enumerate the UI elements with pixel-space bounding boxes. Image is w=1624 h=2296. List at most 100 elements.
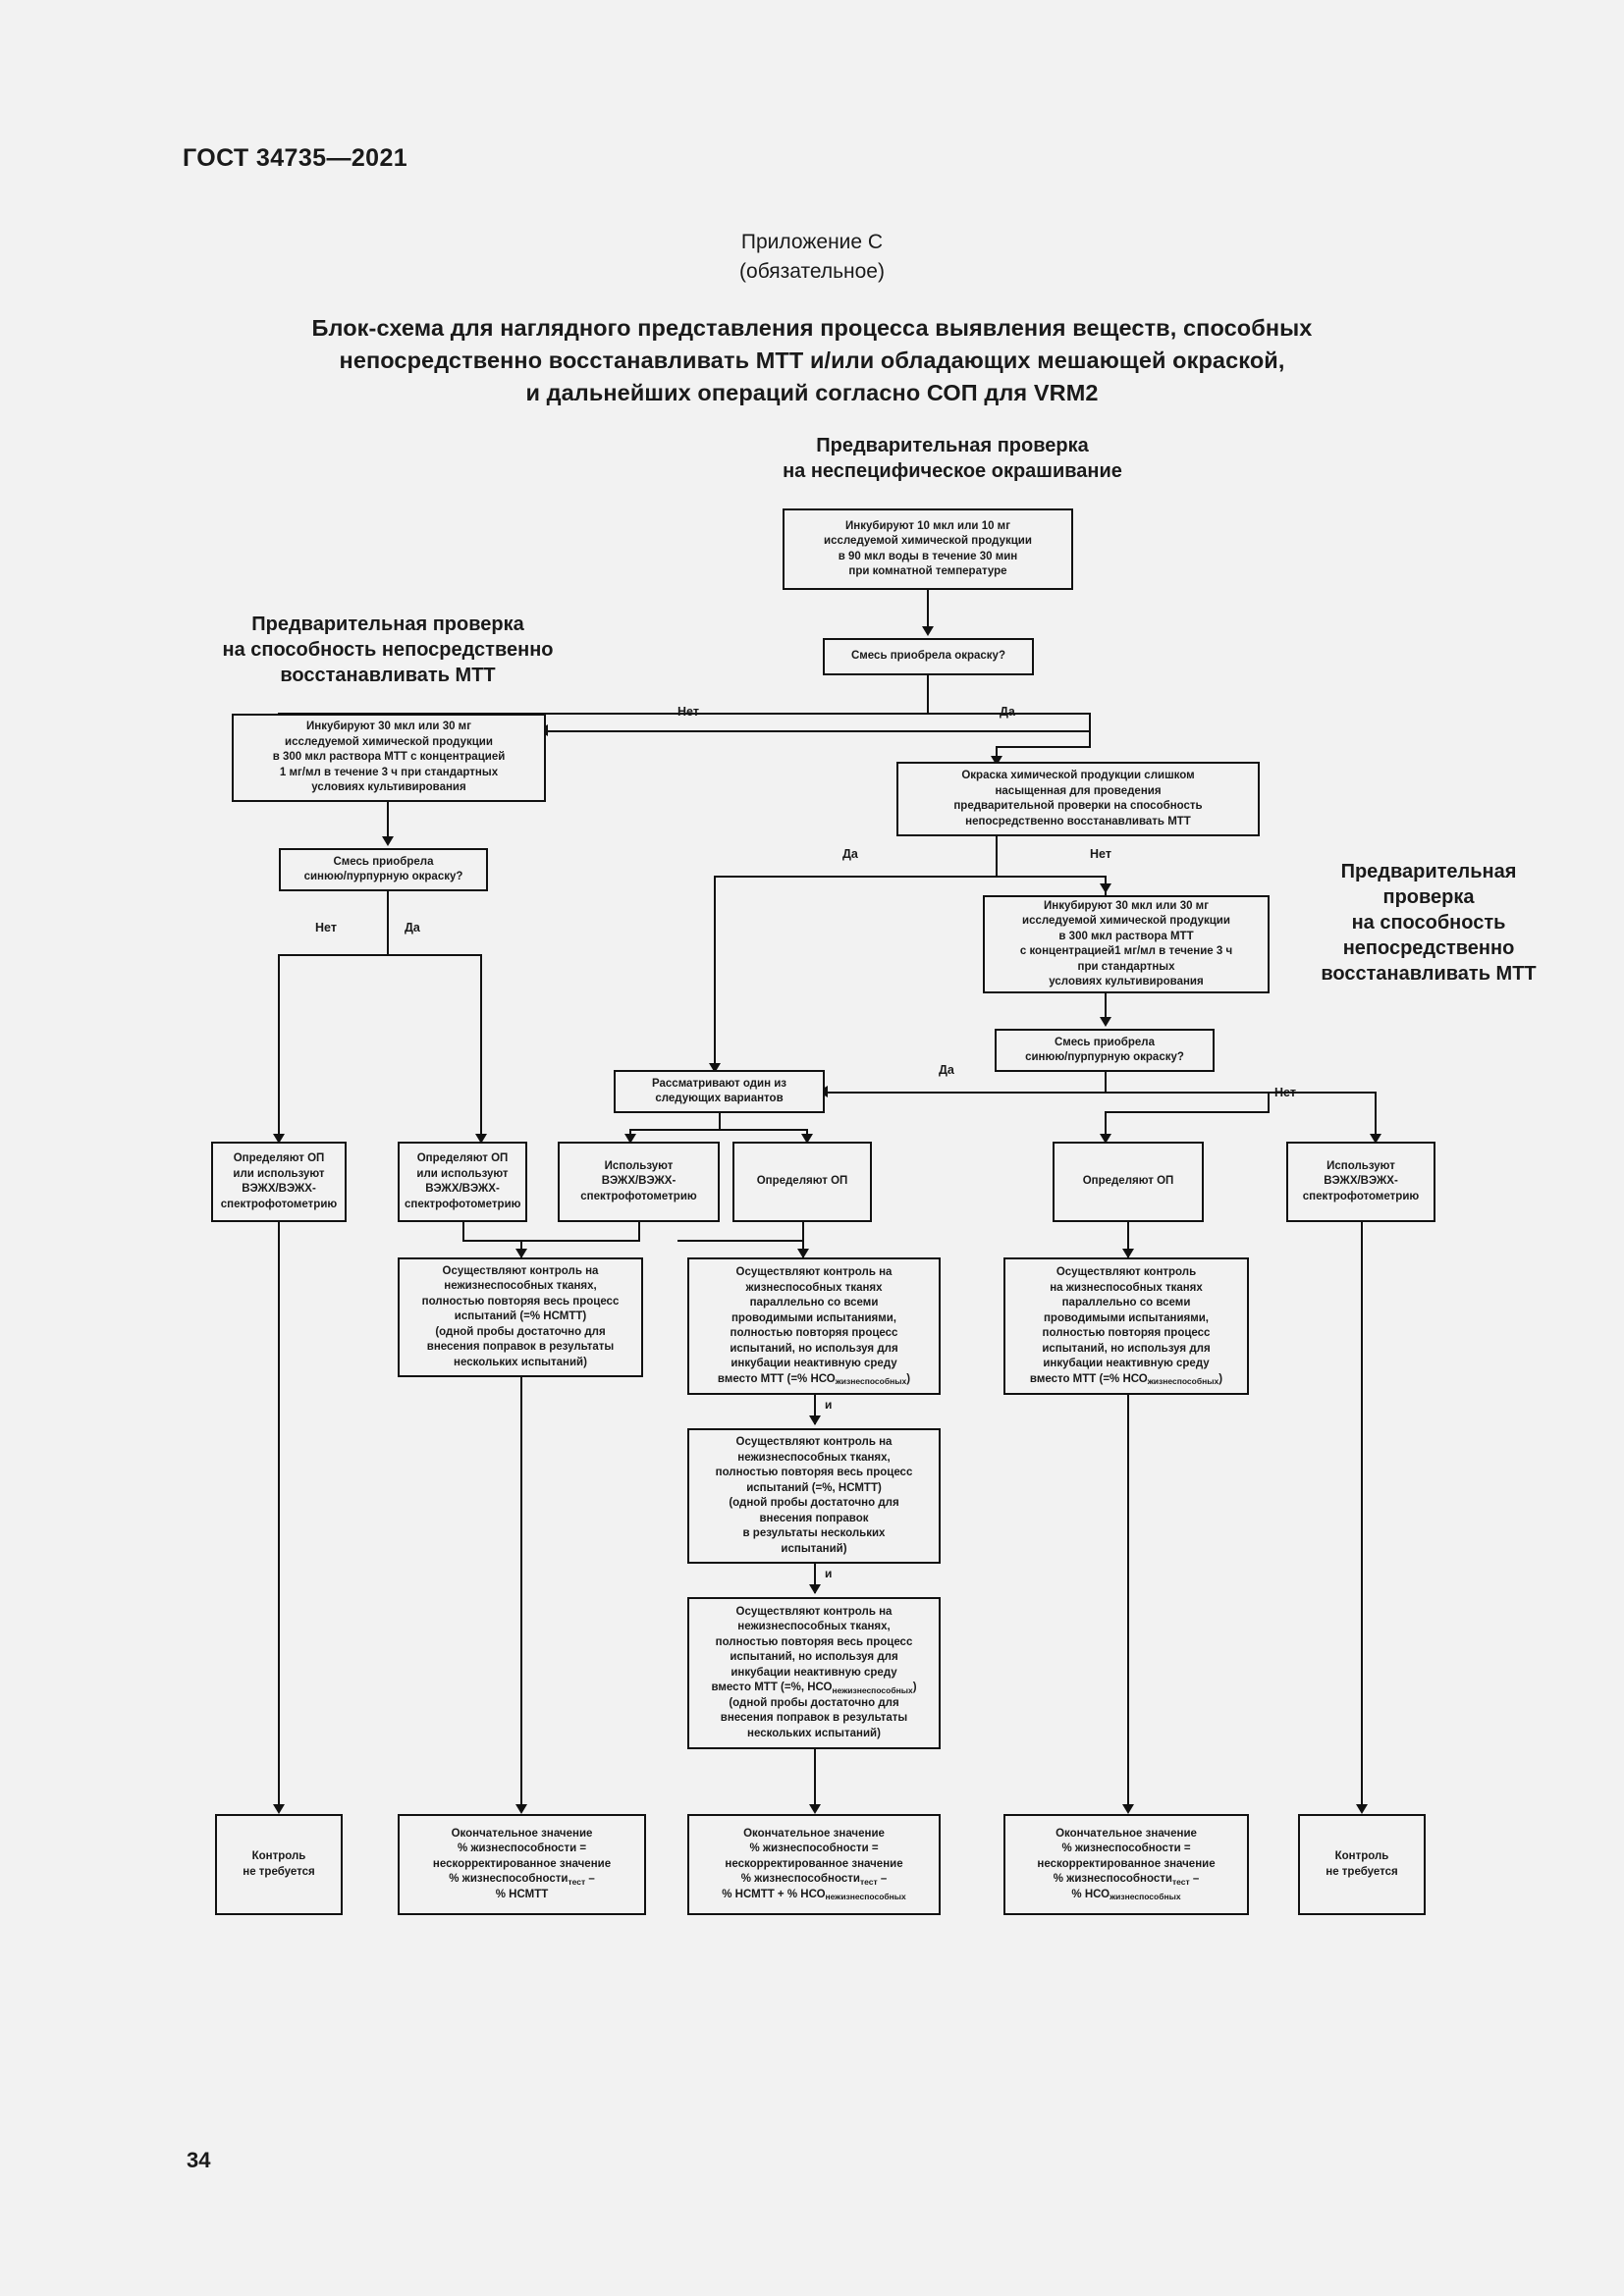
page-title-line-2: непосредственно восстанавливать МТТ и/ил… <box>339 347 1285 373</box>
connector <box>1361 1222 1364 1811</box>
connector <box>1105 1072 1108 1094</box>
box-line: условиях культивирования <box>311 781 466 794</box>
arrow-down-icon <box>809 1415 821 1425</box>
box-incubate-mtt-right: Инкубируют 30 мкл или 30 мг исследуемой … <box>983 895 1270 993</box>
box-line: в 300 мкл раствора МТТ <box>1058 930 1194 942</box>
subscript: нежизнеспособных <box>832 1684 913 1695</box>
arrow-down-icon <box>991 756 1002 766</box>
box-line: или используют <box>416 1167 509 1180</box>
annex-title: Приложение С <box>740 231 884 253</box>
box-line-formula: % жизнеспособноститест – <box>1053 1873 1200 1887</box>
box-line: полностью повторяя процесс <box>1042 1327 1211 1339</box>
box-line: нежизнеспособных тканях, <box>737 1451 891 1464</box>
connector <box>1089 713 1092 732</box>
box-line: внесения поправок в результаты <box>426 1341 615 1354</box>
box-line: испытаний) <box>781 1542 847 1555</box>
arrow-down-icon <box>801 1134 813 1144</box>
connector <box>278 954 482 957</box>
caption-line: на способность непосредственно <box>222 639 554 661</box>
box-line: исследуемой химической продукции <box>824 535 1032 547</box>
box-line: полностью повторяя весь процесс <box>421 1295 620 1308</box>
conjunction-and-1: и <box>825 1398 833 1412</box>
arrow-down-icon <box>1356 1804 1368 1814</box>
arrow-down-icon <box>273 1134 285 1144</box>
box-line: Инкубируют 30 мкл или 30 мг <box>306 721 471 733</box>
connector <box>545 730 1091 733</box>
box-line: испытаний (=%, НСМТТ) <box>746 1481 882 1494</box>
connector <box>629 1129 808 1132</box>
box-line: % жизнеспособности = <box>1061 1842 1191 1855</box>
box-line: ВЭЖХ/ВЭЖХ- <box>1324 1175 1398 1188</box>
box-line: инкубации неактивную среду <box>1043 1358 1210 1369</box>
standard-header: ГОСТ 34735—2021 <box>183 144 408 172</box>
box-line: ВЭЖХ/ВЭЖХ- <box>242 1183 316 1195</box>
box-line: Инкубируют 30 мкл или 30 мг <box>1044 899 1209 912</box>
box-line: на жизнеспособных тканях <box>1050 1281 1203 1294</box>
box-line: Окончательное значение <box>743 1827 885 1840</box>
connector <box>802 1222 805 1242</box>
box-line: % жизнеспособности = <box>457 1842 587 1855</box>
subscript: тест <box>859 1876 878 1887</box>
box-consider-options: Рассматривают один из следующих варианто… <box>614 1070 825 1113</box>
caption-line: на неспецифическое окрашивание <box>783 460 1122 482</box>
connector <box>1105 993 1108 1025</box>
connector <box>520 1377 523 1811</box>
box-line: полностью повторяя весь процесс <box>715 1635 913 1648</box>
box-line: Окончательное значение <box>1056 1827 1197 1840</box>
edge-label-no-3: Нет <box>1090 847 1111 861</box>
connector <box>1105 1111 1270 1114</box>
box-line: проводимыми испытаниями, <box>1043 1311 1209 1324</box>
box-line: (одной пробы достаточно для <box>729 1497 899 1509</box>
edge-label-no-2: Нет <box>315 921 337 934</box>
box-no-control-left: Контроль не требуется <box>215 1814 343 1915</box>
box-control-nonviable-b3: Осуществляют контроль на нежизнеспособны… <box>687 1597 941 1749</box>
box-line: синюю/пурпурную окраску? <box>1025 1051 1184 1063</box>
subscript: жизнеспособных <box>835 1376 907 1386</box>
box-control-viable-c: Осуществляют контроль на жизнеспособных … <box>1003 1257 1249 1395</box>
arrow-down-icon <box>382 836 394 846</box>
box-line: в 90 мкл воды в течение 30 мин <box>838 550 1018 562</box>
box-line: инкубации неактивную среду <box>731 1358 897 1369</box>
box-line: испытаний (=% НСМТТ) <box>454 1310 587 1323</box>
box-line: не требуется <box>243 1865 315 1878</box>
annex-heading: Приложение С (обязательное) <box>0 228 1624 287</box>
arrow-down-icon <box>709 1063 721 1073</box>
box-line: проводимыми испытаниями, <box>731 1311 896 1324</box>
box-line: следующих вариантов <box>655 1093 784 1104</box>
box-line: испытаний, но используя для <box>730 1342 898 1355</box>
box-line: при комнатной температуре <box>848 565 1007 577</box>
connector <box>462 1240 640 1243</box>
box-line: Смесь приобрела <box>333 855 434 868</box>
box-line: инкубации неактивную среду <box>731 1666 897 1679</box>
box-line: полностью повторяя весь процесс <box>715 1467 913 1478</box>
box-line: ВЭЖХ/ВЭЖХ- <box>425 1183 500 1195</box>
box-line: Рассматривают один из <box>651 1077 787 1090</box>
connector <box>825 1092 1270 1095</box>
box-line: Инкубируют 10 мкл или 10 мг <box>845 519 1010 532</box>
arrow-down-icon <box>797 1249 809 1258</box>
edge-label-yes-4: Да <box>939 1063 954 1077</box>
box-control-nonviable-a: Осуществляют контроль на нежизнеспособны… <box>398 1257 643 1377</box>
caption-line: непосредственно <box>1342 937 1515 959</box>
box-line: спектрофотометрию <box>580 1190 697 1202</box>
box-line: Контроль <box>251 1850 306 1862</box>
box-line: исследуемой химической продукции <box>285 735 493 748</box>
box-line-formula: вместо МТТ (=% НСОжизнеспособных) <box>1029 1372 1223 1387</box>
box-line: при стандартных <box>1077 960 1175 973</box>
connector <box>1089 730 1092 748</box>
box-line: синюю/пурпурную окраску? <box>303 871 463 882</box>
box-line: с концентрацией1 мг/мл в течение 3 ч <box>1019 945 1233 957</box>
arrow-down-icon <box>809 1804 821 1814</box>
connector <box>387 802 390 843</box>
page-title-line-1: Блок-схема для наглядного представления … <box>311 315 1313 341</box>
box-line: нескольких испытаний) <box>454 1356 587 1368</box>
box-line: внесения поправок в результаты <box>720 1712 908 1725</box>
box-line: Определяют ОП <box>233 1152 325 1164</box>
caption-line: на способность <box>1351 912 1506 934</box>
connector <box>714 876 717 1072</box>
connector <box>814 1395 817 1424</box>
box-line: спектрофотометрию <box>1302 1190 1420 1202</box>
connector <box>1127 1395 1130 1811</box>
box-line: параллельно со всеми <box>749 1297 879 1308</box>
connector <box>480 954 483 1141</box>
